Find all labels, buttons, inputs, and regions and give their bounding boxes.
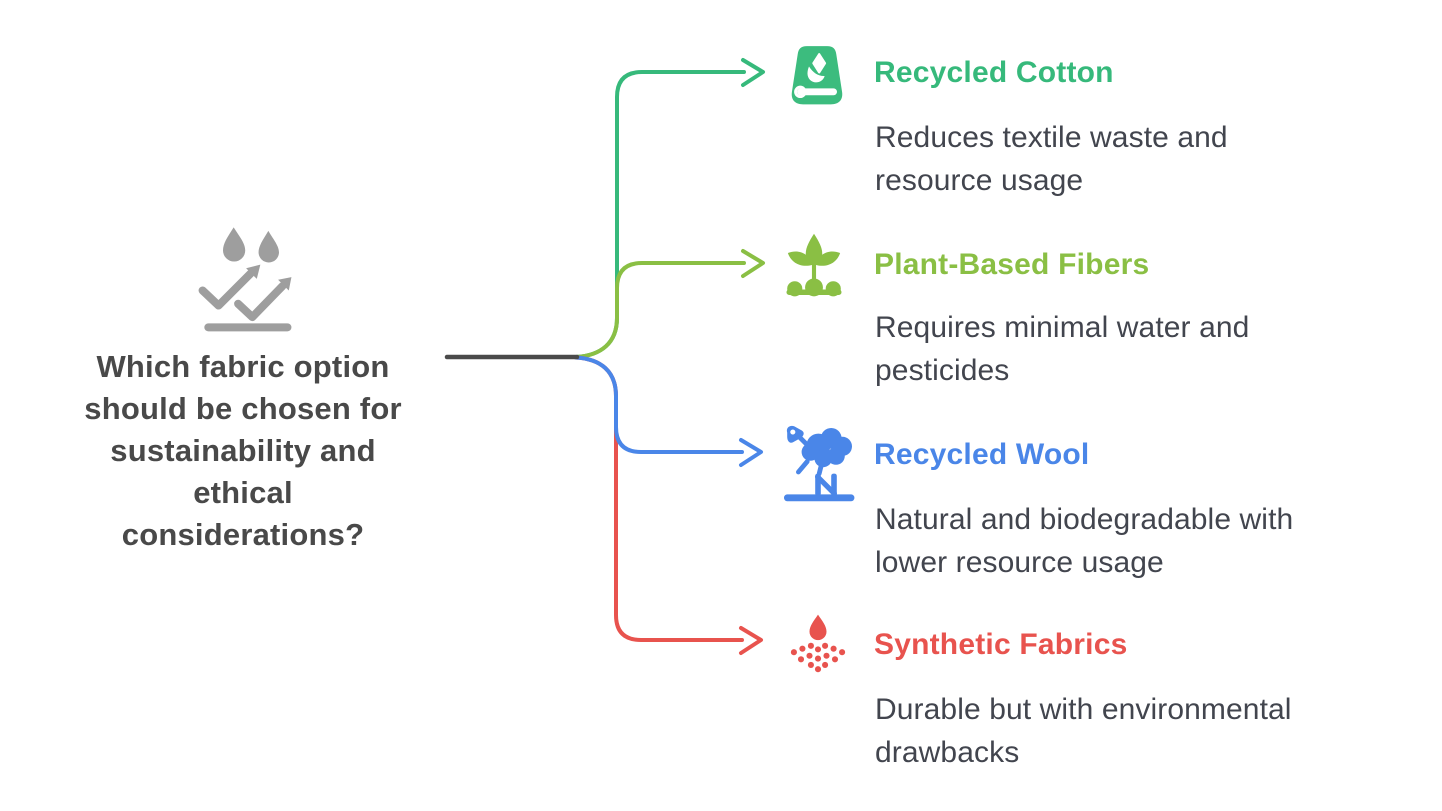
branch-description: Reduces textile waste and resource usage: [875, 121, 1228, 197]
question-line: Which fabric option: [96, 349, 390, 384]
question-line: should be chosen for: [84, 391, 402, 426]
connector-synthetic-fabrics: [574, 355, 744, 642]
question-line: sustainability and: [110, 433, 376, 468]
spray-droplet-icon: [790, 614, 846, 673]
fabric-care-icon: [198, 227, 292, 332]
question-line: ethical: [193, 475, 293, 510]
branch-description: Natural and biodegradable with lower res…: [875, 503, 1294, 579]
branch-title: Recycled Cotton: [874, 56, 1114, 89]
connector-recycled-cotton: [574, 70, 746, 359]
seedling-icon: [786, 233, 842, 297]
arrowhead-synthetic-fabrics-icon: [739, 626, 763, 655]
sheep-icon: [784, 425, 855, 502]
branch-title: Recycled Wool: [874, 438, 1090, 471]
arrowhead-recycled-wool-icon: [739, 438, 763, 467]
connector-recycled-wool: [574, 355, 744, 454]
branch-title: Plant-Based Fibers: [874, 248, 1150, 281]
branch-description: Durable but with environmental drawbacks: [875, 693, 1292, 769]
branch-title: Synthetic Fabrics: [874, 628, 1128, 661]
question-line: considerations?: [121, 517, 365, 552]
question-text: Which fabric option should be chosen for…: [48, 346, 438, 556]
connector-plant-based-fibers: [574, 261, 746, 359]
recycled-cotton-fabric-icon: [791, 46, 843, 105]
branch-description: Requires minimal water and pesticides: [875, 311, 1250, 387]
arrowhead-recycled-cotton-icon: [741, 58, 765, 87]
arrowhead-plant-based-fibers-icon: [741, 249, 765, 278]
